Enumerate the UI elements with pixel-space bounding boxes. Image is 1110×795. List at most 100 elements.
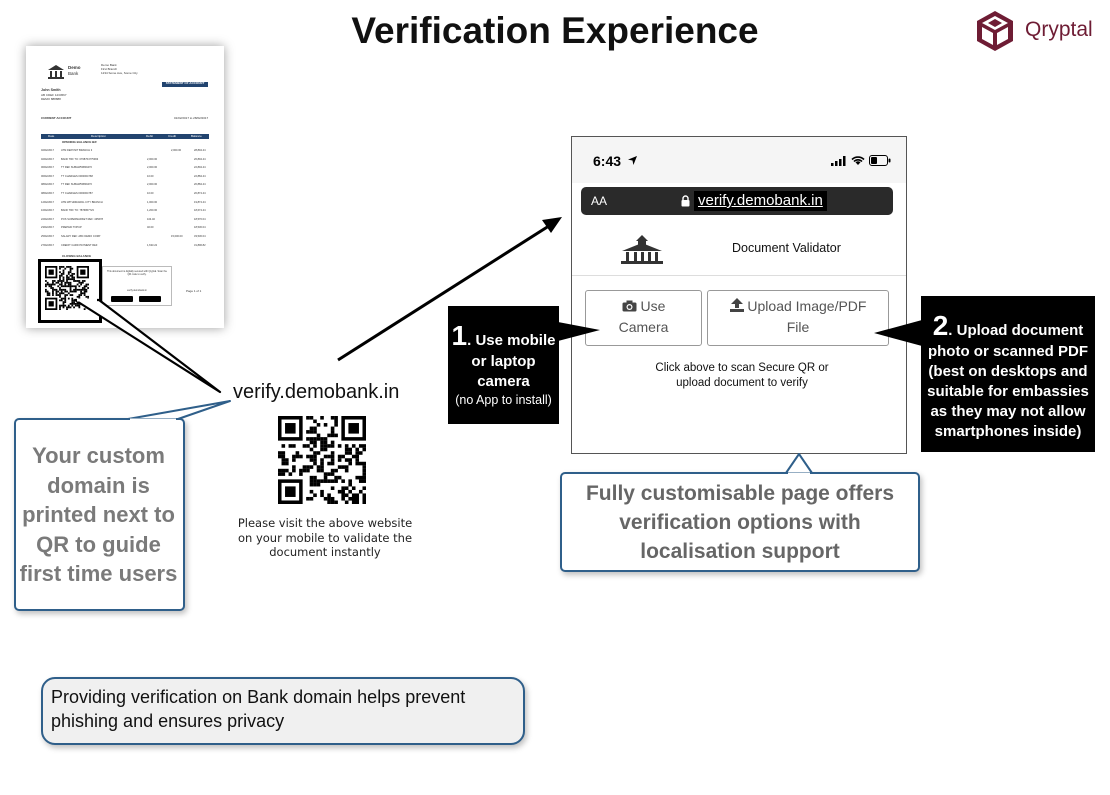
step-1-heading: 1. Use mobile xyxy=(448,320,559,352)
doc-table-cell: BANK TRF TO: 0768764775963 xyxy=(61,157,99,161)
doc-table-cell: 31,896.82 xyxy=(194,243,206,247)
doc-table-cell: 1,000.00 xyxy=(147,200,158,204)
validator-title: Document Validator xyxy=(732,241,841,255)
doc-table-cell: 22,894.44 xyxy=(194,166,206,170)
doc-table-cell: 12/02/2017 xyxy=(41,200,54,204)
doc-table-cell: 16/02/2017 xyxy=(41,209,54,213)
step-1-line: camera xyxy=(477,373,530,390)
url-text[interactable]: verify.demobank.in xyxy=(694,191,827,211)
doc-table-cell: 2,000.00 xyxy=(147,166,158,170)
step-2-line: smartphones inside) xyxy=(934,423,1082,440)
doc-table-cell: 20,884.44 xyxy=(194,183,206,187)
document-preview: Demo Bank Demo Bank First Branch 1234 So… xyxy=(26,46,224,328)
doc-branch-line: Demo Bank xyxy=(101,63,117,67)
doc-header-cell: Description xyxy=(91,134,107,138)
doc-table-cell: 02/02/2017 xyxy=(41,149,54,152)
doc-customer-line: DEMO 888888 xyxy=(41,97,61,101)
customisable-callout-tail xyxy=(785,453,813,474)
wifi-icon xyxy=(851,156,865,165)
doc-table-cell: 06/02/2017 xyxy=(41,166,54,170)
brand-name: Qryptal xyxy=(1025,18,1093,41)
scan-instruction: Click above to scan Secure QR or upload … xyxy=(627,361,857,390)
upload-file-button[interactable]: Upload Image/PDF File xyxy=(707,290,889,346)
doc-table-cell: 2,000.00 xyxy=(147,183,158,187)
upload-button-row: Upload Image/PDF xyxy=(708,296,888,317)
doc-page-text: Page 1 of 1 xyxy=(186,289,202,293)
phone-screen: 6:43 AA verify.demobank.in xyxy=(571,136,907,454)
doc-table-cell: 18,570.04 xyxy=(194,217,206,221)
step-2-line: (best on desktops and xyxy=(928,363,1088,380)
step-1-line: . Use mobile xyxy=(467,332,556,349)
app-store-badge-icon xyxy=(111,296,133,302)
verify-domain-text: verify.demobank.in xyxy=(233,381,400,403)
doc-table-cell: 22/02/2017 xyxy=(41,217,54,221)
doc-statement-title: STATEMENT OF ACCOUNT xyxy=(162,81,208,87)
doc-table-header: Date Description Debit Credit Balance xyxy=(41,134,209,139)
doc-table-row: 08/02/2017 TT REF SUBHW50809470 2,000.00 20… xyxy=(41,183,209,187)
brand-logo: Qryptal xyxy=(972,8,1107,54)
step-1-note: (no App to install) xyxy=(455,393,552,407)
camera-icon xyxy=(622,300,637,312)
doc-table-cell: TT CHARGES 0000004787 xyxy=(61,192,93,195)
doc-table-cell: 10.00 xyxy=(147,174,154,178)
cube-logo-icon xyxy=(977,11,1013,51)
custom-domain-callout-text: Your custom domain is printed next to QR… xyxy=(19,443,178,586)
doc-table-cell: 06/02/2017 xyxy=(41,174,54,178)
doc-header-cell: Credit xyxy=(168,134,177,138)
validator-header: Document Validator xyxy=(572,223,906,276)
doc-header-cell: Balance xyxy=(191,134,202,138)
doc-opening-label: OPENING BALANCE B/F xyxy=(62,140,98,144)
doc-branch-line: 1234 Some Ave, Some City xyxy=(101,71,138,75)
step-2-line: as they may not allow xyxy=(930,403,1086,420)
doc-table-cell: 18,674.44 xyxy=(194,209,206,213)
flow-arrow-head xyxy=(542,217,562,233)
play-store-badge-icon xyxy=(139,296,161,302)
step-2-line: suitable for embassies xyxy=(927,383,1089,400)
customisable-callout-text: Fully customisable page offers verificat… xyxy=(585,482,895,563)
custom-domain-callout-tail xyxy=(127,400,231,420)
customisable-callout-box xyxy=(560,472,920,572)
doc-header-cell: Debit xyxy=(146,134,154,138)
doc-period: 01/02/2017 to 28/02/2017 xyxy=(174,116,209,120)
upload-icon xyxy=(729,298,744,312)
camera-button-row: Use xyxy=(586,296,701,317)
doc-table-cell: 1,200.00 xyxy=(147,209,158,213)
doc-qr-code-icon xyxy=(45,266,89,310)
doc-table-cell: CREDIT CARD PAYMENT REF xyxy=(61,243,98,247)
doc-table-cell: 08/02/2017 xyxy=(41,183,54,187)
privacy-note-box xyxy=(41,677,525,745)
custom-domain-callout-box xyxy=(14,418,185,611)
doc-table-cell: 10.00 xyxy=(147,192,154,195)
doc-table-cell: TT REF SUBHW50809470 xyxy=(61,183,92,187)
doc-customer-name: John Smith xyxy=(41,88,61,92)
url-bar[interactable]: AA verify.demobank.in xyxy=(581,187,893,215)
step-2-line: . Upload document xyxy=(948,322,1084,339)
doc-table-cell: 33,530.04 xyxy=(194,235,206,238)
upload-button-label-2: File xyxy=(786,319,810,335)
step-2-line: photo or scanned PDF xyxy=(927,343,1088,360)
scan-instruction-line: upload document to verify xyxy=(676,376,808,389)
doc-note-text: This document is digitally secured with … xyxy=(107,270,167,276)
step-2-heading: 2. Upload document xyxy=(921,310,1095,342)
doc-verify-line: verify.demobank.in xyxy=(127,289,147,292)
lock-icon xyxy=(681,195,690,207)
doc-table-cell: 28,894.44 xyxy=(194,149,206,152)
text-size-button[interactable]: AA xyxy=(591,194,608,208)
doc-branch-line: First Branch xyxy=(101,67,118,71)
use-camera-button[interactable]: Use Camera xyxy=(585,290,702,346)
doc-table-cell: 02/02/2017 xyxy=(41,157,54,161)
step-2-number: 2 xyxy=(932,310,949,341)
doc-table-cell: 23/02/2017 xyxy=(41,226,54,230)
camera-button-label-2: Camera xyxy=(618,319,669,335)
doc-table-cell: BANK TRF TO: 7876867723 xyxy=(61,209,94,213)
step-1-label: 1. Use mobile or laptop camera (no App t… xyxy=(448,306,559,424)
location-arrow-icon xyxy=(628,156,637,165)
doc-customer-line: AB CDEF 1234567 xyxy=(41,93,67,97)
